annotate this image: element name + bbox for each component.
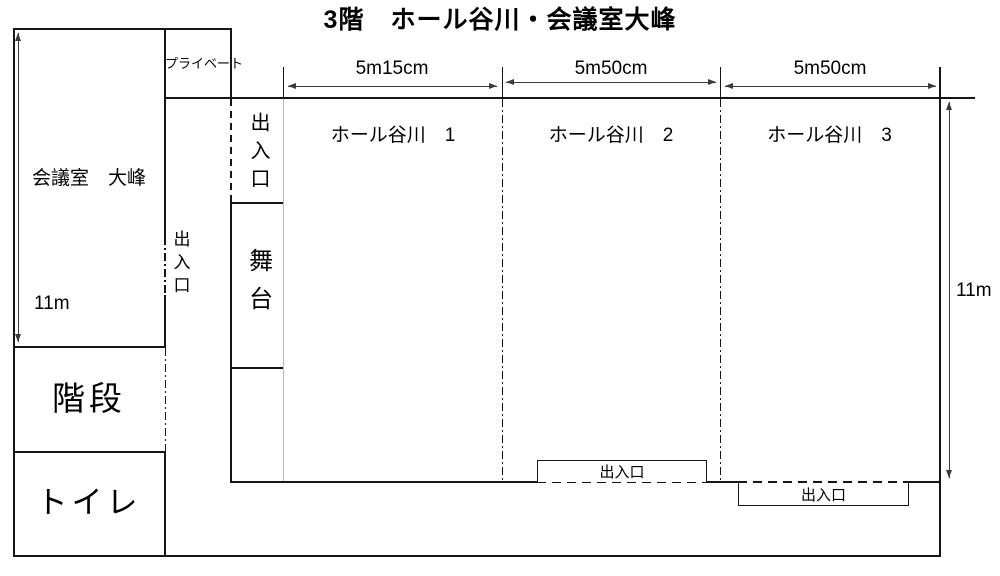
wall-hall-bottom-a <box>230 481 537 483</box>
wall-private-right <box>230 28 232 100</box>
dimension-arrow-hall-height <box>946 102 952 478</box>
wall-meeting-right-lower <box>164 295 166 347</box>
wall-hall1-left-light <box>283 99 284 483</box>
partition-hall1-hall2 <box>501 99 503 483</box>
door-hall-side-dashed <box>230 99 232 203</box>
wall-hall-bottom-c <box>907 481 941 483</box>
wall-outer-bottom <box>13 555 941 557</box>
dimension-arrow-hall1-width <box>288 83 497 89</box>
room-label-hall2: ホール谷川 2 <box>548 125 674 146</box>
room-label-stage: 舞台 <box>244 248 272 324</box>
dimension-label-hall2-width: 5m50cm <box>574 58 648 79</box>
tick-hall2-hall3 <box>719 67 721 99</box>
wall-toilet-right <box>164 452 166 557</box>
dimension-arrow-hall3-width <box>725 83 936 89</box>
room-label-stairs: 階段 <box>52 380 126 417</box>
wall-hall-top <box>164 97 975 99</box>
wall-hall-right <box>939 67 941 557</box>
room-label-hall3: ホール谷川 3 <box>767 125 892 146</box>
dimension-label-meeting-height: 11m <box>34 293 70 314</box>
wall-stage-top <box>230 202 284 204</box>
wall-hall-bottom-b <box>705 481 738 483</box>
dimension-label-hall-height: 11m <box>956 280 992 301</box>
door-hall3-bottom-dashed <box>738 481 907 483</box>
room-label-private: プライベート <box>165 56 244 71</box>
page-title: 3階 ホール谷川・会議室大峰 <box>323 6 677 34</box>
room-label-toilet: トイレ <box>36 485 142 520</box>
entrance-box-hall2: 出入口 <box>537 460 707 482</box>
wall-meeting-bottom <box>13 346 166 348</box>
partition-hall2-hall3 <box>719 99 721 483</box>
entrance-box-hall3: 出入口 <box>738 483 909 506</box>
wall-stairs-bottom <box>13 451 166 453</box>
tick-hall1-left <box>282 67 284 99</box>
dimension-arrow-hall2-width <box>506 79 716 85</box>
door-meeting-room-dashed <box>164 237 166 295</box>
dimension-label-hall3-width: 5m50cm <box>793 58 867 79</box>
wall-stage-bottom <box>230 367 284 369</box>
tick-hall1-hall2 <box>501 67 503 99</box>
wall-stairs-right-dashdot <box>164 348 166 452</box>
door-hall2-bottom-dashed <box>537 481 705 483</box>
room-label-hall1: ホール谷川 1 <box>330 125 456 146</box>
room-label-meeting: 会議室 大峰 <box>31 168 146 189</box>
dimension-label-hall1-width: 5m15cm <box>355 58 429 79</box>
entrance-label-hall-side: 出入口 <box>247 112 269 196</box>
entrance-label-meeting-room: 出入口 <box>170 230 190 299</box>
wall-outer-left <box>13 28 15 557</box>
wall-meeting-right-upper <box>164 28 166 237</box>
wall-stage-left <box>230 203 232 483</box>
dimension-arrow-meeting-height <box>15 33 21 342</box>
wall-top-left <box>13 28 232 30</box>
entrance-label-hall3: 出入口 <box>800 486 846 504</box>
entrance-label-hall2: 出入口 <box>599 464 645 481</box>
